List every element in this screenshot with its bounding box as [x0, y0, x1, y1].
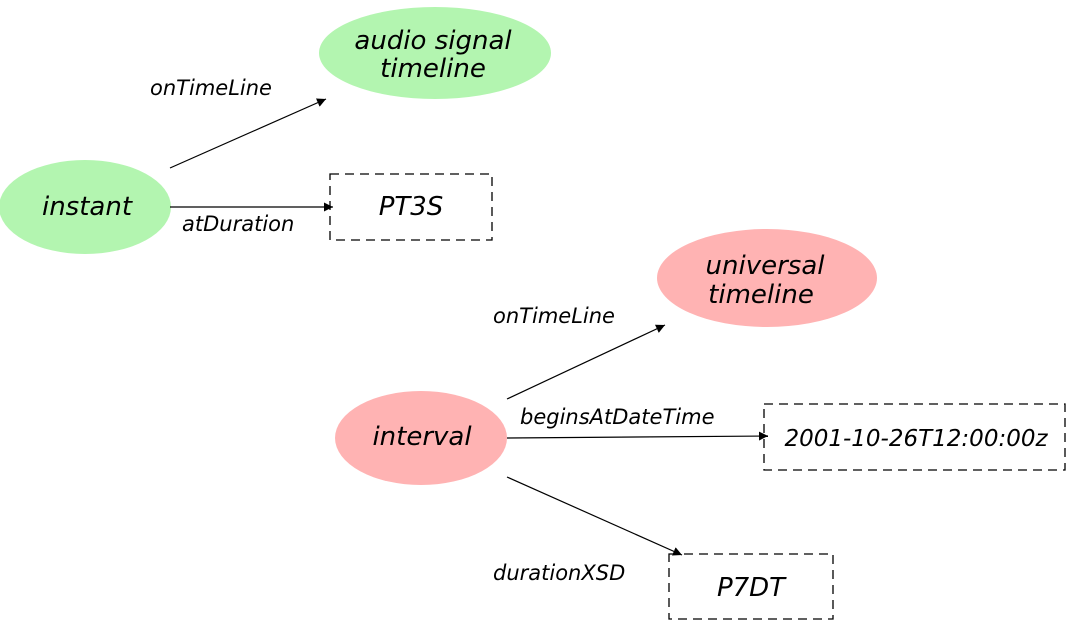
literal-p7dt-label: P7DT [717, 573, 787, 603]
edge-interval-begins-at [506, 431, 769, 441]
node-audio-signal-timeline [319, 7, 551, 99]
edge-interval-duration-label: durationXSD [493, 561, 625, 585]
edge-interval-on-timeline-label: onTimeLine [493, 304, 615, 328]
literal-pt3s-label: PT3S [379, 192, 444, 222]
node-instant [0, 160, 171, 254]
edge-interval-begins-at-label: beginsAtDateTime [520, 405, 715, 429]
edge-instant-on-timeline [169, 98, 327, 169]
node-instant-label: instant [42, 192, 133, 222]
literal-datetime-label: 2001-10-26T12:00:00z [784, 426, 1048, 452]
edge-instant-on-timeline-label: onTimeLine [150, 76, 272, 100]
node-universal-timeline [657, 229, 877, 327]
edge-interval-duration [506, 476, 683, 556]
literal-pt3s [329, 173, 493, 241]
node-audio-signal-timeline-label-1: audio signal [354, 26, 512, 56]
literal-p7dt [668, 553, 834, 620]
node-interval [335, 391, 507, 485]
node-universal-timeline-label-2: timeline [708, 280, 814, 310]
edge-instant-at-duration-label: atDuration [182, 212, 294, 236]
node-audio-signal-timeline-label-2: timeline [380, 54, 486, 84]
node-interval-label: interval [372, 422, 472, 452]
literal-datetime [763, 403, 1066, 471]
node-universal-timeline-label-1: universal [706, 251, 826, 281]
edge-interval-on-timeline [506, 324, 666, 400]
